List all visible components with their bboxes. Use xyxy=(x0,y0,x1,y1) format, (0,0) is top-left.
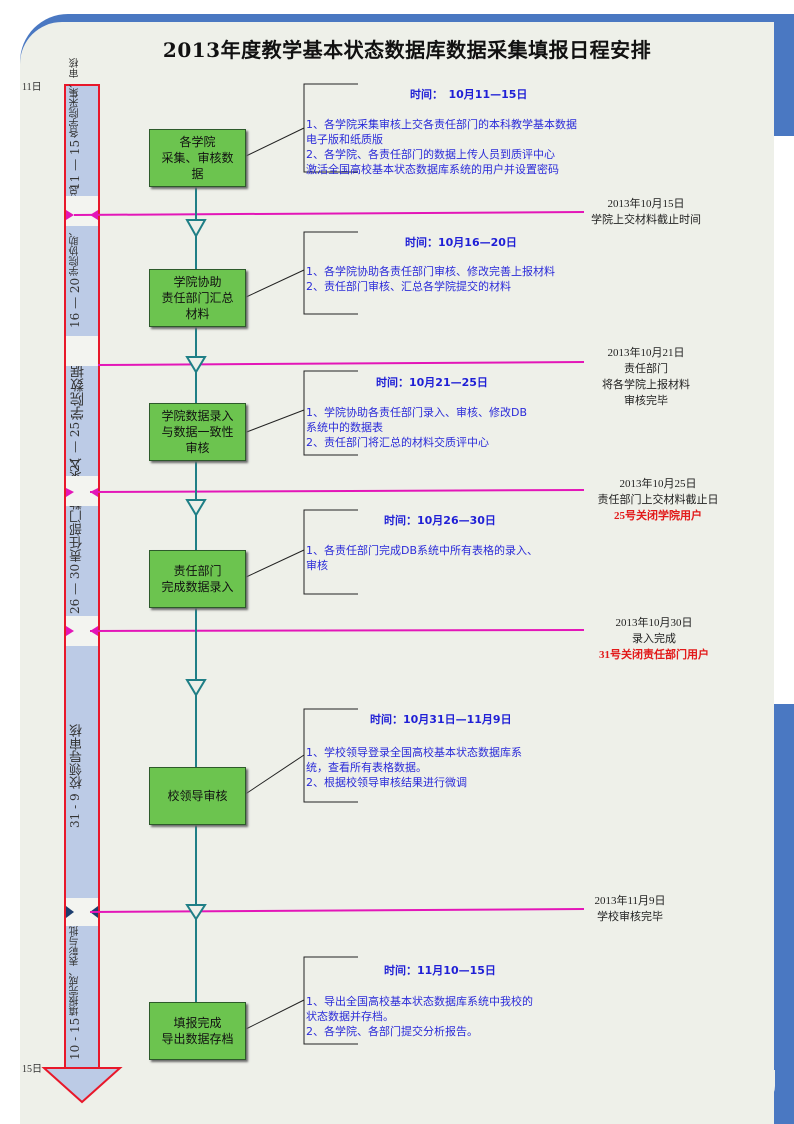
milestone-date: 2013年10月15日 xyxy=(607,198,685,210)
step-time: 时间：10月21—25日 xyxy=(376,376,488,389)
milestone-text: 录入完成 xyxy=(632,633,676,645)
milestone-date: 2013年11月9日 xyxy=(594,895,666,907)
timeline-arrow-icon xyxy=(41,1067,123,1104)
step-description: 1、学校领导登录全国高校基本状态数据库系 统，查看所有表格数据。 2、根据校领导… xyxy=(306,746,522,789)
panel-corner xyxy=(755,1070,775,1106)
content-panel xyxy=(20,22,774,1124)
milestone-text: 责任部门 xyxy=(624,363,668,375)
step-description: 1、各学院采集审核上交各责任部门的本科教学基本数据 电子版和纸质版 2、各学院、… xyxy=(306,118,577,176)
milestone-alert: 31号关闭责任部门用户 xyxy=(599,649,709,661)
flow-arrow-icon xyxy=(185,904,207,921)
timeline-segment: 31 - 9 校领导审核 xyxy=(66,646,98,898)
step-box: 校领导审核 xyxy=(149,767,246,825)
frame-right-bottom xyxy=(774,704,794,1124)
milestone-text: 责任部门上交材料截止日 xyxy=(597,494,719,506)
step-time: 时间：11月10—15日 xyxy=(384,964,496,977)
step-description: 1、各学院协助各责任部门审核、修改完善上报材料 2、责任部门审核、汇总各学院提交… xyxy=(306,265,555,293)
step-time: 时间：10月16—20日 xyxy=(405,236,517,249)
flow-arrow-icon xyxy=(185,356,207,374)
step-box: 责任部门 完成数据录入 xyxy=(149,550,246,608)
milestone-date: 2013年10月25日 xyxy=(619,478,697,490)
timeline-segment: 10 - 15 填报完成、表彰与批评 xyxy=(66,916,98,1068)
flow-arrow-icon xyxy=(185,499,207,517)
step-box: 填报完成 导出数据存档 xyxy=(149,1002,246,1060)
milestone-text: 将各学院上报材料 xyxy=(602,379,690,391)
timeline-start-label: 11日 xyxy=(22,82,42,93)
step-description: 1、导出全国高校基本状态数据库系统中我校的 状态数据并存档。 2、各学院、各部门… xyxy=(306,995,533,1038)
flow-arrow-icon xyxy=(185,679,207,697)
timeline-end-label: 15日 xyxy=(22,1064,42,1075)
step-time: 时间：10月26—30日 xyxy=(384,514,496,527)
step-box: 各学院 采集、审核数 据 xyxy=(149,129,246,187)
milestone-note: 2013年10月30日 录入完成 31号关闭责任部门用户 xyxy=(584,615,724,663)
step-time: 时间： 10月11—15日 xyxy=(410,88,528,101)
step-description: 1、学院协助各责任部门录入、审核、修改DB 系统中的数据表 2、责任部门将汇总的… xyxy=(306,406,528,449)
milestone-note: 2013年10月15日 学院上交材料截止时间 xyxy=(576,196,716,228)
milestone-date: 2013年10月30日 xyxy=(615,617,693,629)
step-box: 学院数据录入 与数据一致性 审核 xyxy=(149,403,246,461)
page-title: 2013年度教学基本状态数据库数据采集填报日程安排 xyxy=(162,38,652,62)
milestone-date: 2013年10月21日 xyxy=(607,347,685,359)
frame-right-top xyxy=(774,14,794,136)
milestone-alert: 25号关闭学院用户 xyxy=(614,510,702,522)
step-description: 1、各责任部门完成DB系统中所有表格的录入、 审核 xyxy=(306,544,539,572)
flow-arrow-icon xyxy=(185,219,207,239)
step-time: 时间：10月31日—11月9日 xyxy=(370,713,512,726)
milestone-text: 审核完毕 xyxy=(624,395,668,407)
milestone-note: 2013年11月9日 学校审核完毕 xyxy=(560,893,700,925)
milestone-text: 学院上交材料截止时间 xyxy=(591,214,701,226)
timeline-segment: 21 — 25 学院数据录入 xyxy=(66,336,98,476)
timeline-segment: 11 — 15 各学院采集、审核 xyxy=(66,58,98,196)
step-box: 学院协助 责任部门汇总 材料 xyxy=(149,269,246,327)
milestone-note: 2013年10月21日 责任部门 将各学院上报材料 审核完毕 xyxy=(576,345,716,409)
milestone-text: 学校审核完毕 xyxy=(597,911,663,923)
timeline-segment: 16 — 20 学院协助、部门汇总 xyxy=(66,186,98,336)
timeline-segment: 26 — 30 责任部门数据录入 xyxy=(66,458,98,616)
milestone-note: 2013年10月25日 责任部门上交材料截止日 25号关闭学院用户 xyxy=(588,476,728,524)
